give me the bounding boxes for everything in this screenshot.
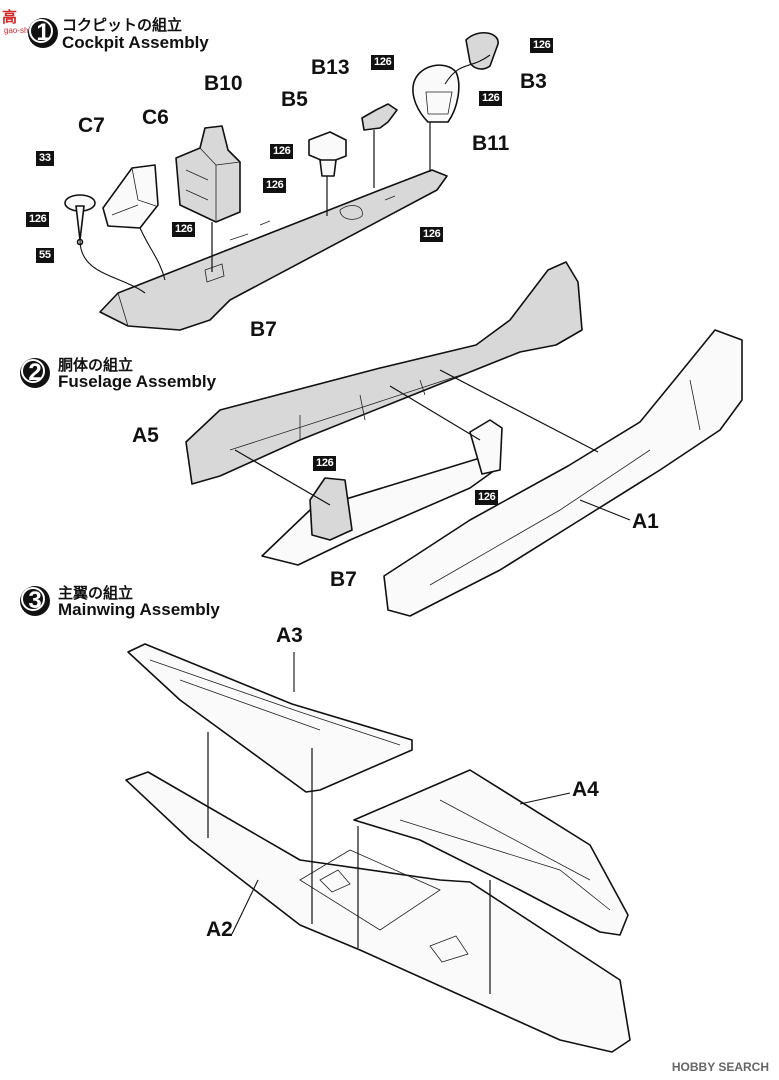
paint-code-badge: 126 [172, 222, 196, 237]
label-a5: A5 [132, 424, 159, 447]
paint-code-badge: 126 [26, 212, 50, 227]
step-number-badge: 2 [20, 358, 50, 388]
step-title-jp: 主翼の組立 [58, 585, 134, 602]
paint-code-badge: 126 [475, 490, 499, 505]
paint-code-badge: 126 [371, 55, 395, 70]
paint-code-badge: 33 [36, 151, 54, 166]
paint-code-badge: 126 [530, 38, 554, 53]
label-a2: A2 [206, 918, 233, 941]
part-b7-cockpit-floor [99, 169, 448, 331]
step-number-badge: 3 [20, 586, 50, 616]
label-b13: B13 [311, 56, 350, 79]
part-a5-fuselage-half [185, 261, 583, 485]
step-title-en: Cockpit Assembly [62, 33, 209, 52]
step-2-header: 2 胴体の組立 Fuselage Assembly [0, 352, 260, 397]
part-c6-seat [102, 164, 159, 229]
step-1-header: 1 コクピットの組立 Cockpit Assembly [0, 0, 260, 55]
watermark-hobby-search: HOBBY SEARCH [671, 1060, 769, 1074]
label-b3: B3 [520, 70, 547, 93]
paint-code-badge: 126 [479, 91, 503, 106]
part-b3 [465, 32, 499, 70]
label-c6: C6 [142, 106, 169, 129]
label-b5: B5 [281, 88, 308, 111]
part-c7-control-stick [64, 194, 96, 246]
part-b10-bulkhead [175, 125, 241, 223]
part-a3-upper-wing-left [127, 643, 413, 793]
part-a2-lower-wing [125, 771, 631, 1053]
step-title-jp: 胴体の組立 [58, 357, 134, 374]
part-b13 [361, 103, 398, 131]
step-title-jp: コクピットの組立 [62, 17, 183, 34]
label-b7-step2: B7 [330, 568, 357, 591]
step-3-header: 3 主翼の組立 Mainwing Assembly [0, 580, 260, 625]
label-c7: C7 [78, 114, 105, 137]
paint-code-badge: 126 [313, 456, 337, 471]
paint-code-badge: 126 [270, 144, 294, 159]
step-title-en: Mainwing Assembly [58, 600, 220, 619]
label-a3: A3 [276, 624, 303, 647]
label-b11: B11 [472, 132, 510, 155]
paint-code-badge: 55 [36, 248, 54, 263]
label-b10: B10 [204, 72, 243, 95]
label-a4: A4 [572, 778, 599, 801]
part-a1-fuselage-half [383, 329, 743, 617]
part-a4-upper-wing-right [353, 769, 629, 936]
paint-code-badge: 126 [263, 178, 287, 193]
step-number-badge: 1 [28, 18, 58, 48]
label-b7-step1: B7 [250, 318, 277, 341]
part-b5 [308, 131, 347, 177]
step-title-en: Fuselage Assembly [58, 372, 217, 391]
paint-code-badge: 126 [420, 227, 444, 242]
part-b7-assembled-cockpit [261, 419, 503, 566]
part-b11 [412, 64, 460, 123]
label-a1: A1 [632, 510, 659, 533]
watermark-logo: 高 [2, 9, 18, 26]
